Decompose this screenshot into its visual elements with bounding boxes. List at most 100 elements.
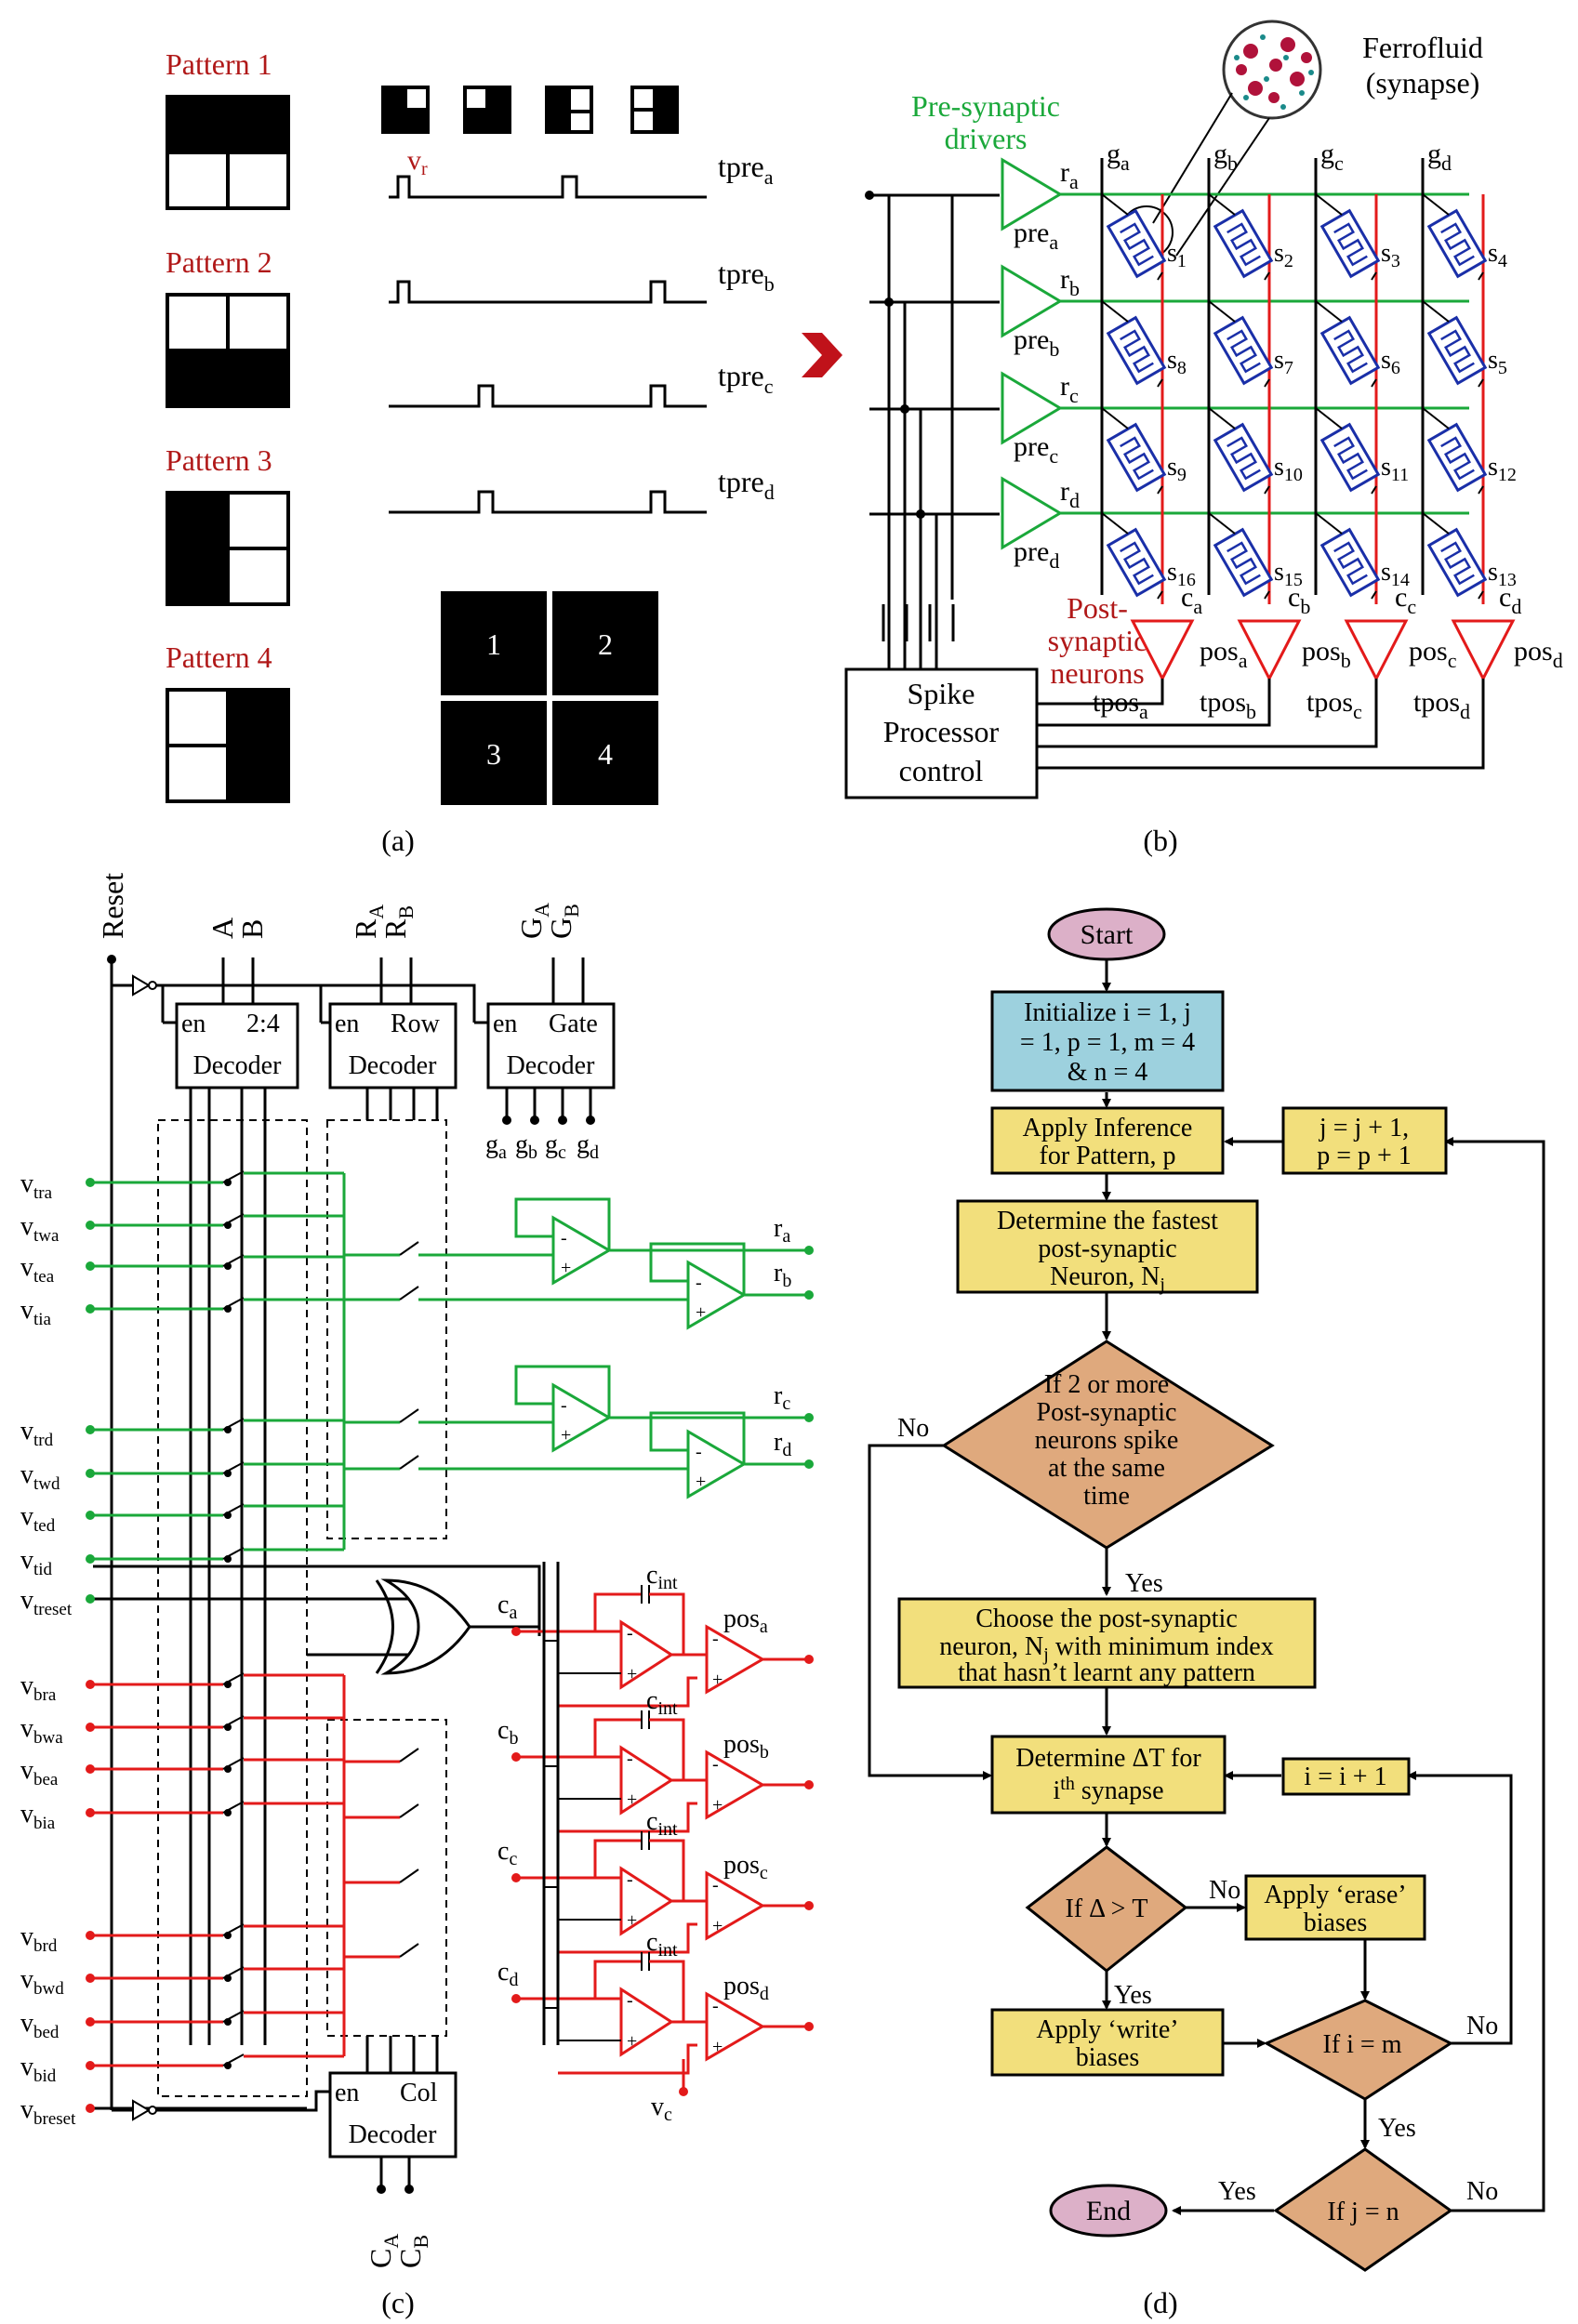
decoder-label: Decoder bbox=[193, 1051, 283, 1080]
cint-label: cint bbox=[646, 1928, 678, 1961]
write-line-2: biases bbox=[1076, 2043, 1139, 2072]
r-output-label: ra bbox=[774, 1214, 790, 1247]
svg-text:+: + bbox=[627, 1664, 637, 1684]
pos-b-label: posb bbox=[1302, 636, 1351, 672]
g-a-label: ga bbox=[1107, 139, 1130, 175]
synapse: s11 bbox=[1315, 407, 1409, 495]
r-output-label: rc bbox=[774, 1381, 790, 1414]
pattern-3-label: Pattern 3 bbox=[166, 443, 272, 477]
apply-inference-line-2: for Pattern, p bbox=[1040, 1142, 1176, 1170]
input-label: vtra bbox=[20, 1169, 53, 1203]
c-d-label: cd bbox=[1499, 582, 1521, 618]
synapse: s13 bbox=[1422, 512, 1517, 600]
pos-d-label: posd bbox=[1514, 636, 1563, 672]
or-gate bbox=[380, 1578, 471, 1675]
r-output-label: rb bbox=[774, 1259, 791, 1291]
input-label: vbreset bbox=[20, 2095, 76, 2129]
drivers-label: drivers bbox=[945, 122, 1028, 155]
row-decoder-label: Decoder bbox=[349, 1051, 438, 1080]
decision-i-eq-m bbox=[1263, 1999, 1454, 2101]
c-input-label: cc bbox=[497, 1837, 517, 1869]
decision-1-yes: Yes bbox=[1125, 1569, 1163, 1598]
c-input-label: cb bbox=[497, 1716, 518, 1749]
c-a-label: ca bbox=[1181, 582, 1202, 618]
svg-text:-: - bbox=[561, 1395, 567, 1416]
gate-labels: ga gb gc gd bbox=[1107, 139, 1452, 175]
decision-spike-same-time bbox=[941, 1340, 1275, 1550]
return-arrows bbox=[1079, 702, 1107, 770]
r-b-label: rb bbox=[1060, 264, 1080, 300]
col-decoder-wiring bbox=[112, 2036, 439, 2189]
jp-update-line-1: j = j + 1, bbox=[1319, 1114, 1409, 1142]
waveform-tpre-d: tpred bbox=[389, 465, 775, 514]
pattern-4-grid bbox=[166, 688, 290, 803]
pos-output-label: posc bbox=[723, 1851, 768, 1883]
ferrofluid-icon bbox=[1222, 20, 1322, 120]
r-opamp: -+ra bbox=[418, 1197, 814, 1286]
start-label: Start bbox=[1081, 919, 1134, 950]
input-label: vted bbox=[20, 1502, 56, 1536]
gate-en-label: en bbox=[493, 1010, 517, 1038]
delta-t-line-1: Determine ΔT for bbox=[1015, 1744, 1201, 1773]
input-rb-label: RB bbox=[378, 905, 418, 939]
grid-number-3: 3 bbox=[486, 737, 501, 771]
switch-block-col bbox=[326, 1719, 447, 2037]
tpos-d-label: tposd bbox=[1413, 687, 1470, 723]
synapse-label: s7 bbox=[1274, 346, 1293, 378]
panel-b: Ferrofluid (synapse) Pre-synaptic driver… bbox=[844, 20, 1563, 857]
tpre-a-label: tprea bbox=[718, 150, 774, 189]
tpos-c-label: tposc bbox=[1306, 687, 1362, 723]
switch-block-row bbox=[326, 1119, 447, 1539]
pixel-icon-3 bbox=[545, 86, 593, 134]
pixel-icon-4 bbox=[630, 86, 679, 134]
pattern-2-grid bbox=[166, 293, 290, 408]
synapse: s2 bbox=[1208, 193, 1293, 281]
row-decoder-box bbox=[328, 1002, 457, 1089]
g-c-label: gc bbox=[1320, 139, 1344, 175]
svg-text:-: - bbox=[561, 1228, 567, 1248]
input-label: vbid bbox=[20, 2053, 57, 2086]
synapse-label: s3 bbox=[1381, 239, 1400, 271]
input-line: vbreset bbox=[20, 2095, 307, 2129]
input-label: vtwd bbox=[20, 1460, 60, 1494]
or-gate-wiring bbox=[93, 1565, 541, 1657]
decision-j-eq-n bbox=[1273, 2147, 1453, 2272]
tpos-b-label: tposb bbox=[1200, 687, 1256, 723]
start-terminal bbox=[1047, 907, 1166, 961]
determine-delta-t-box bbox=[990, 1735, 1227, 1815]
r-output-label: rd bbox=[774, 1428, 791, 1460]
synapse: s4 bbox=[1422, 193, 1507, 281]
pos-opamps: cacintposa-+-+cbcintposb-+-+cccintposc-+… bbox=[497, 1561, 814, 2125]
panel-c: Reset A B RA RB GA GB en 2:4 Decoder en … bbox=[20, 873, 814, 2319]
synapse-label: s6 bbox=[1381, 346, 1400, 378]
input-label: vtia bbox=[20, 1296, 52, 1329]
synaptic-label: synaptic bbox=[1048, 624, 1147, 657]
synapse: s5 bbox=[1422, 300, 1507, 388]
panel-a: Pattern 1 Pattern 2 Pattern 3 Pattern 4 bbox=[166, 47, 775, 857]
svg-text:-: - bbox=[627, 1990, 633, 2011]
pos-output-label: posd bbox=[723, 1972, 769, 2004]
decision-2-no: No bbox=[1209, 1876, 1240, 1905]
gate-decoder-label: Decoder bbox=[507, 1051, 596, 1080]
decision-3-no: No bbox=[1466, 2012, 1498, 2040]
pixel-icon-1 bbox=[381, 86, 430, 134]
caption-a: (a) bbox=[381, 824, 415, 857]
apply-inference-line-1: Apply Inference bbox=[1023, 1114, 1193, 1142]
spike-label: Spike bbox=[908, 677, 975, 710]
caption-d: (d) bbox=[1143, 2286, 1177, 2319]
decoder-2-4-label: 2:4 bbox=[246, 1010, 280, 1038]
decision-2-label: If Δ > T bbox=[1065, 1895, 1147, 1923]
input-ra-label: RA bbox=[349, 905, 388, 939]
waveform-tpre-a: vr tprea bbox=[389, 145, 774, 199]
decision-1-line-2: Post-synaptic bbox=[1037, 1398, 1177, 1427]
gate-label: Gate bbox=[549, 1010, 598, 1038]
svg-text:+: + bbox=[696, 1302, 706, 1323]
decoder-2-4-box bbox=[175, 1002, 299, 1089]
fastest-line-3: Neuron, Nj bbox=[1050, 1262, 1165, 1295]
switch-block-left bbox=[157, 1119, 308, 2097]
tpre-b-label: tpreb bbox=[718, 257, 775, 296]
svg-text:-: - bbox=[696, 1442, 702, 1462]
flow-arrows bbox=[868, 957, 1545, 2215]
